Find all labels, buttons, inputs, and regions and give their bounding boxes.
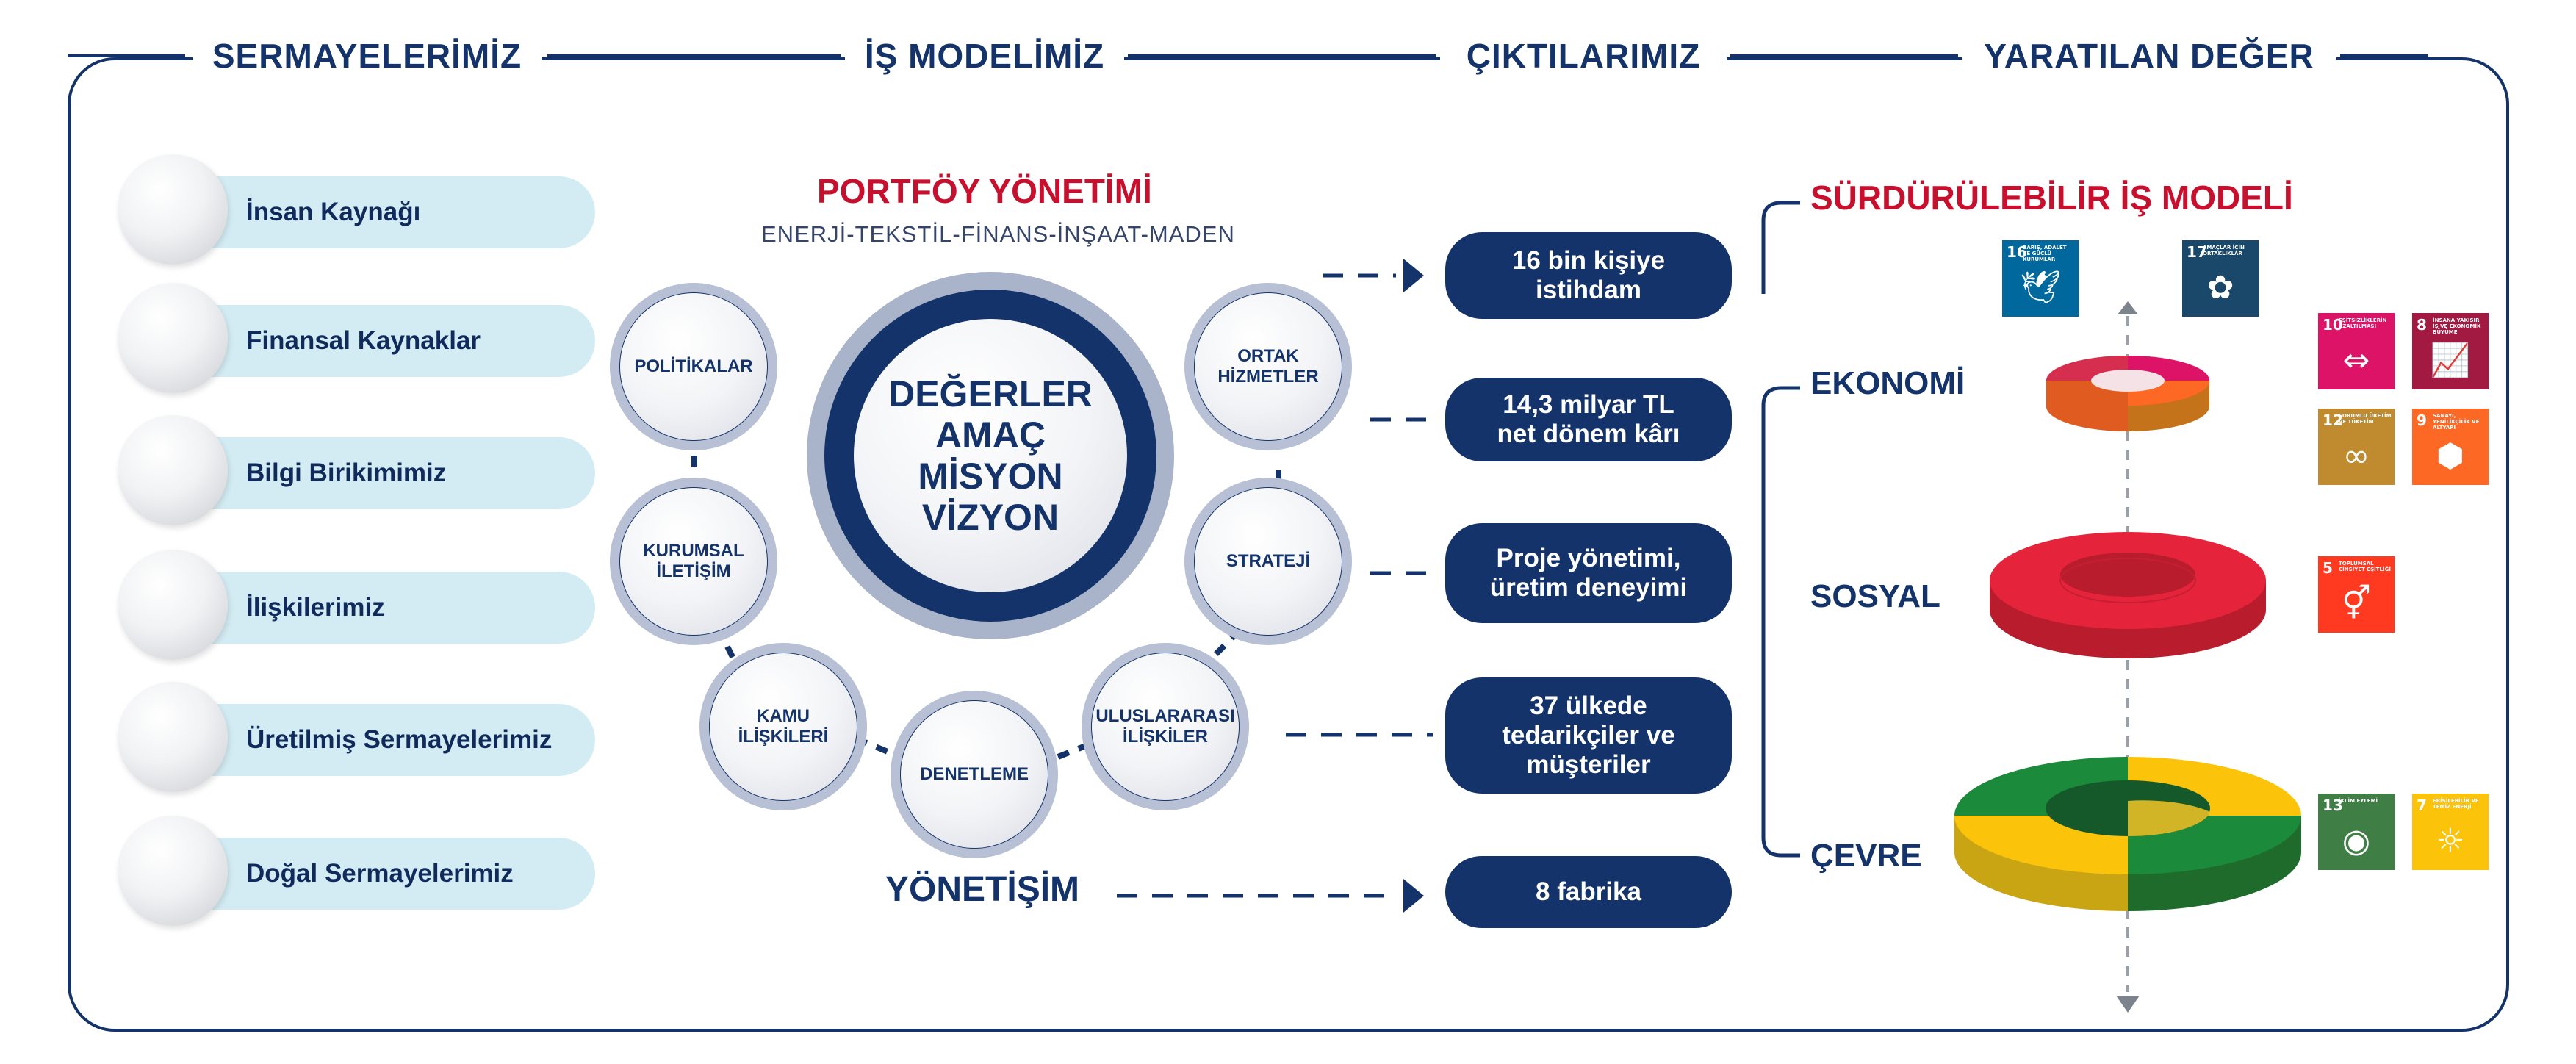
sphere-icon bbox=[118, 415, 228, 525]
capital-item: Doğal Sermayelerimiz bbox=[118, 816, 602, 926]
node-public-relations: KAMU İLİŞKİLERİ bbox=[699, 643, 867, 810]
value-bracket bbox=[1761, 201, 1800, 858]
capital-bar bbox=[176, 176, 595, 248]
gender-equality-icon: ⚥ bbox=[2342, 585, 2371, 622]
sdg-12-tile: 12 SORUMLU ÜRETİM VE TÜKETİM ∞ bbox=[2318, 409, 2395, 485]
node-label: STRATEJİ bbox=[1226, 551, 1311, 571]
output-pill: Proje yönetimi, üretim deneyimi bbox=[1445, 523, 1732, 623]
economy-label: EKONOMİ bbox=[1810, 365, 1965, 401]
dove-icon: 🕊 bbox=[2020, 269, 2061, 306]
sdg-17-tile: 17 AMAÇLAR İÇİN ORTAKLIKLAR ✿ bbox=[2182, 240, 2259, 317]
output-text: Proje yönetimi, üretim deneyimi bbox=[1489, 544, 1688, 602]
center-values-circle: DEĞERLER AMAÇ MİSYON VİZYON bbox=[807, 272, 1174, 639]
capital-label: Üretilmiş Sermayelerimiz bbox=[246, 725, 553, 754]
capital-bar bbox=[176, 437, 595, 509]
capital-label: Doğal Sermayelerimiz bbox=[246, 859, 514, 888]
governance-label: YÖNETİŞİM bbox=[885, 870, 1080, 909]
capital-label: Finansal Kaynaklar bbox=[246, 326, 481, 355]
node-label: ORTAK HİZMETLER bbox=[1217, 346, 1319, 387]
node-international-relations: ULUSLARARASI İLİŞKİLER bbox=[1082, 643, 1249, 810]
axis-arrow-down-icon bbox=[2116, 996, 2140, 1013]
arrowhead-icon bbox=[1403, 879, 1424, 913]
node-label: POLİTİKALAR bbox=[634, 356, 753, 376]
node-corporate-communication: KURUMSAL İLETİŞİM bbox=[610, 478, 777, 645]
sdg-5-tile: 5 TOPLUMSAL CİNSİYET EŞİTLİĞİ ⚥ bbox=[2318, 556, 2395, 633]
sdg-7-tile: 7 ERİŞİLEBİLİR VE TEMİZ ENERJİ ☼ bbox=[2412, 794, 2489, 870]
center-line: DEĞERLER bbox=[888, 373, 1093, 414]
eye-earth-icon: ◉ bbox=[2342, 822, 2371, 860]
sphere-icon bbox=[118, 550, 228, 660]
header-rule bbox=[1730, 54, 1958, 57]
header-capitals: SERMAYELERİMİZ bbox=[193, 29, 542, 82]
capital-item: İlişkilerimiz bbox=[118, 550, 602, 660]
sdg-10-tile: 10 EŞİTSİZLİKLERİN AZALTILMASI ⇔ bbox=[2318, 313, 2395, 389]
capital-bar bbox=[176, 704, 595, 776]
economy-donut bbox=[2046, 356, 2209, 431]
output-pill: 14,3 milyar TL net dönem kârı bbox=[1445, 378, 1732, 461]
output-pill: 16 bin kişiye istihdam bbox=[1445, 232, 1732, 319]
sdg-8-tile: 8 İNSANA YAKIŞIR İŞ VE EKONOMİK BÜYÜME 📈 bbox=[2412, 313, 2489, 389]
sdg-13-tile: 13 İKLİM EYLEMİ ◉ bbox=[2318, 794, 2395, 870]
center-line: MİSYON bbox=[918, 456, 1063, 497]
node-label: KAMU İLİŞKİLERİ bbox=[738, 706, 829, 747]
header-outputs: ÇIKTILARIMIZ bbox=[1440, 29, 1727, 82]
capital-label: İlişkilerimiz bbox=[246, 593, 385, 622]
node-shared-services: ORTAK HİZMETLER bbox=[1184, 283, 1352, 450]
capital-label: Bilgi Birikimimiz bbox=[246, 459, 447, 487]
capital-item: İnsan Kaynağı bbox=[118, 154, 602, 265]
center-line: VİZYON bbox=[921, 497, 1059, 538]
sdg-16-tile: 16 BARIŞ, ADALET VE GÜÇLÜ KURUMLAR 🕊 bbox=[2002, 240, 2079, 317]
portfolio-subtitle: ENERJİ-TEKSTİL-FİNANS-İNŞAAT-MADEN bbox=[761, 221, 1235, 247]
output-text: 16 bin kişiye istihdam bbox=[1511, 246, 1666, 304]
node-policies: POLİTİKALAR bbox=[610, 283, 777, 450]
capital-item: Üretilmiş Sermayelerimiz bbox=[118, 682, 602, 792]
capital-item: Bilgi Birikimimiz bbox=[118, 415, 602, 525]
environment-label: ÇEVRE bbox=[1810, 838, 1922, 874]
sphere-icon bbox=[118, 816, 228, 926]
node-audit: DENETLEME bbox=[891, 691, 1058, 858]
capital-label: İnsan Kaynağı bbox=[246, 198, 421, 226]
output-text: 8 fabrika bbox=[1536, 877, 1641, 906]
sphere-icon bbox=[118, 283, 228, 393]
header-rule bbox=[547, 54, 841, 57]
capital-bar bbox=[176, 572, 595, 644]
sphere-icon bbox=[118, 154, 228, 265]
header-value-created: YARATILAN DEĞER bbox=[1962, 29, 2336, 82]
header-business-model: İŞ MODELİMİZ bbox=[845, 29, 1124, 82]
outer-frame bbox=[68, 57, 2509, 1032]
environment-donut bbox=[1954, 757, 2301, 911]
node-label: KURUMSAL İLETİŞİM bbox=[643, 541, 744, 581]
capital-item: Finansal Kaynaklar bbox=[118, 283, 602, 393]
header-rule bbox=[68, 54, 185, 57]
infinity-icon: ∞ bbox=[2342, 437, 2370, 475]
output-text: 37 ülkede tedarikçiler ve müşteriler bbox=[1502, 691, 1675, 779]
axis-arrow-up-icon bbox=[2118, 301, 2138, 314]
capital-bar bbox=[176, 838, 595, 910]
equality-arrows-icon: ⇔ bbox=[2342, 342, 2370, 379]
sphere-icon bbox=[118, 682, 228, 792]
growth-chart-icon: 📈 bbox=[2430, 342, 2471, 379]
output-text: 14,3 milyar TL net dönem kârı bbox=[1497, 390, 1680, 448]
node-strategy: STRATEJİ bbox=[1184, 478, 1352, 645]
output-pill: 37 ülkede tedarikçiler ve müşteriler bbox=[1445, 677, 1732, 794]
output-pill: 8 fabrika bbox=[1445, 856, 1732, 928]
portfolio-title: PORTFÖY YÖNETİMİ bbox=[817, 172, 1152, 210]
arrowhead-icon bbox=[1403, 259, 1424, 292]
header-rule bbox=[1128, 54, 1436, 57]
node-label: DENETLEME bbox=[919, 764, 1029, 784]
capital-bar bbox=[176, 305, 595, 377]
partnership-icon: ✿ bbox=[2206, 269, 2234, 306]
social-label: SOSYAL bbox=[1810, 578, 1940, 614]
sun-power-icon: ☼ bbox=[2436, 822, 2465, 860]
node-label: ULUSLARARASI İLİŞKİLER bbox=[1095, 706, 1235, 747]
header-rule bbox=[2340, 54, 2428, 57]
cubes-icon: ⬢ bbox=[2436, 437, 2465, 475]
output-arrows bbox=[1117, 273, 1433, 898]
social-donut bbox=[1990, 532, 2266, 658]
center-line: AMAÇ bbox=[935, 414, 1046, 456]
sdg-9-tile: 9 SANAYİ, YENİLİKÇİLİK VE ALTYAPI ⬢ bbox=[2412, 409, 2489, 485]
sustainable-model-title: SÜRDÜRÜLEBİLİR İŞ MODELİ bbox=[1810, 179, 2293, 217]
